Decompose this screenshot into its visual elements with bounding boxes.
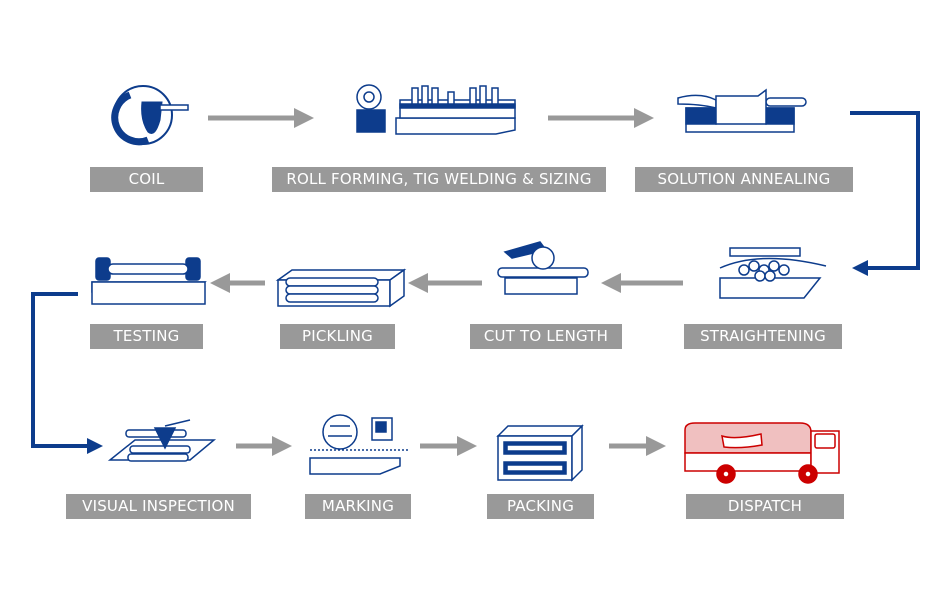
step-label-testing: TESTING [90, 324, 203, 349]
connector-row2-to-row3 [31, 292, 103, 454]
step-label-dispatch: DISPATCH [686, 494, 844, 519]
marking-machine-icon [309, 414, 410, 475]
roll-forming-machine-icon [356, 84, 516, 135]
step-label-cut-to-length: CUT TO LENGTH [470, 324, 622, 349]
step-label-coil: COIL [90, 167, 203, 192]
step-label-straightening: STRAIGHTENING [684, 324, 842, 349]
step-label-packing: PACKING [487, 494, 594, 519]
step-label-roll-forming: ROLL FORMING, TIG WELDING & SIZING [272, 167, 606, 192]
step-label-pickling: PICKLING [280, 324, 395, 349]
truck-icon [684, 422, 840, 484]
step-label-marking: MARKING [305, 494, 411, 519]
step-label-solution-annealing: SOLUTION ANNEALING [635, 167, 853, 192]
testing-rig-icon [91, 257, 207, 305]
step-label-visual-inspection: VISUAL INSPECTION [66, 494, 251, 519]
connector-row1-to-row2 [850, 111, 920, 276]
annealing-furnace-icon [677, 88, 807, 133]
straightening-machine-icon [719, 247, 827, 299]
packing-crate-icon [496, 424, 584, 482]
inspection-icon [107, 419, 217, 462]
saw-cutter-icon [497, 241, 589, 295]
pickling-tank-icon [275, 268, 407, 308]
coil-icon [111, 85, 189, 146]
